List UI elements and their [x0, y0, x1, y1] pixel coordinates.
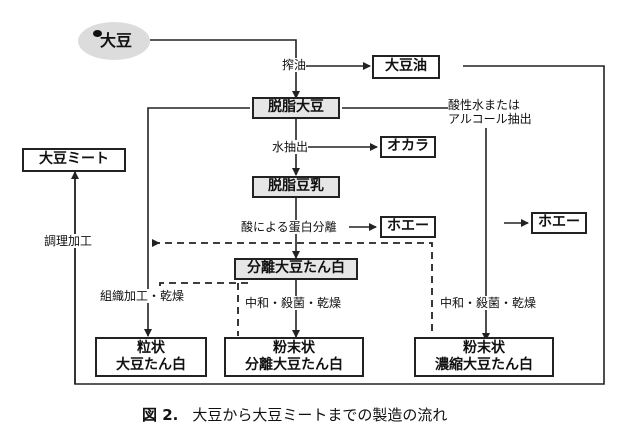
- line-dashi-left: [147, 107, 250, 286]
- figure-caption-text: 大豆から大豆ミートまでの製造の流れ: [192, 406, 448, 424]
- node-daizu: 大豆: [78, 22, 150, 60]
- daizu-dot-icon: [93, 30, 102, 37]
- label-san-bunri: 酸による蛋白分離: [241, 220, 337, 235]
- dashed-mid: [159, 282, 248, 286]
- node-ryujo-line-1: 粒状: [137, 339, 165, 356]
- node-daizu-yu-label: 大豆油: [385, 58, 427, 75]
- node-okara: オカラ: [380, 136, 436, 158]
- node-bunri-protein-label: 分離大豆たん白: [247, 260, 345, 277]
- node-funmatsu-bunri-line-1: 粉末状: [273, 339, 315, 356]
- node-whey-2: ホエー: [531, 212, 587, 234]
- label-chuwa-2: 中和・殺菌・乾燥: [440, 296, 537, 311]
- node-funmatsu-bunri-line-2: 分離大豆たん白: [245, 357, 343, 373]
- label-chouri: 調理加工: [44, 234, 93, 249]
- node-whey-1-label: ホエー: [387, 218, 429, 235]
- node-bunri-protein: 分離大豆たん白: [234, 258, 358, 280]
- node-ryujo-line-2: 大豆たん白: [116, 357, 186, 373]
- arrowhead-dashed-to-meat-line: [152, 239, 160, 247]
- arrow-daizu-to-kakou: [150, 39, 300, 99]
- label-sanseisui-line-2: アルコール抽出: [448, 112, 532, 127]
- label-chuwa-1: 中和・殺菌・乾燥: [245, 296, 342, 311]
- node-daizu-meat-label: 大豆ミート: [39, 151, 109, 168]
- node-dashi-tonyu-label: 脱脂豆乳: [268, 178, 324, 195]
- node-funmatsu-noshuku: 粉末状 濃縮大豆たん白: [414, 337, 554, 377]
- node-funmatsu-noshuku-line-1: 粉末状: [463, 339, 505, 356]
- dashed-top: [153, 242, 433, 336]
- node-funmatsu-noshuku-line-2: 濃縮大豆たん白: [435, 357, 533, 373]
- figure-number: 図 2.: [142, 406, 179, 424]
- label-mizu-chushutsu: 水抽出: [272, 140, 309, 155]
- node-daizu-label: 大豆: [99, 31, 132, 50]
- node-funmatsu-bunri: 粉末状 分離大豆たん白: [224, 337, 364, 377]
- node-whey-1: ホエー: [380, 216, 436, 238]
- label-soshiki: 組織加工・乾燥: [100, 289, 185, 304]
- node-dashi-tonyu: 脱脂豆乳: [252, 176, 340, 198]
- node-whey-2-label: ホエー: [538, 214, 580, 231]
- node-dashi-daizu: 脱脂大豆: [252, 97, 340, 119]
- node-okara-label: オカラ: [387, 138, 429, 155]
- node-dashi-daizu-label: 脱脂大豆: [268, 99, 324, 116]
- label-sanseisui-line-1: 酸性水または: [448, 98, 521, 112]
- node-daizu-yu: 大豆油: [372, 55, 440, 79]
- node-ryujo: 粒状 大豆たん白: [95, 337, 207, 377]
- node-daizu-meat: 大豆ミート: [22, 148, 126, 172]
- figure-caption: 図 2. 大豆から大豆ミートまでの製造の流れ: [142, 404, 447, 425]
- label-sanseisui: 酸性水または アルコール抽出: [448, 98, 532, 127]
- label-sakuyu: 搾油: [282, 58, 307, 73]
